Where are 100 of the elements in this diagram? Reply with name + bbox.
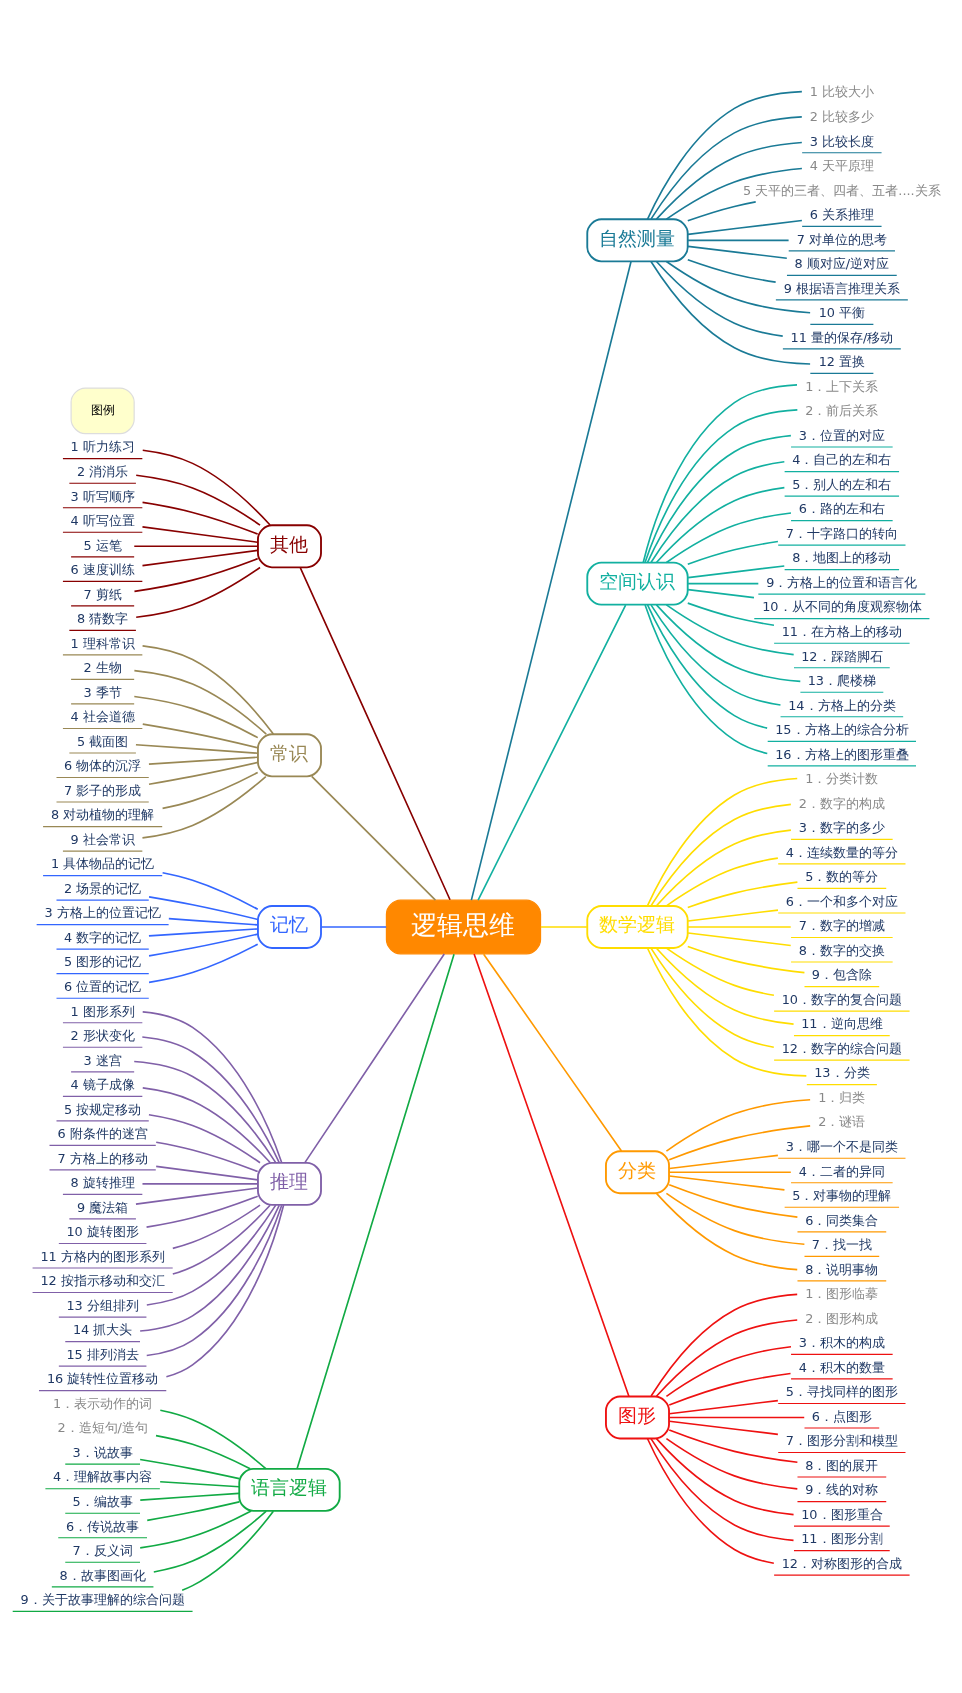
node-text: 8 对动植物的理解 [51, 806, 155, 822]
node-text: 3 季节 [83, 684, 122, 700]
connector [141, 1035, 281, 1163]
node-text: 2．造短句/造句 [57, 1419, 148, 1435]
node-text: 3．说故事 [72, 1444, 133, 1460]
connector [320, 925, 387, 928]
node-text: 4 听写位置 [70, 512, 135, 528]
connector [665, 1437, 799, 1490]
connector [650, 1437, 795, 1541]
connector [148, 761, 259, 785]
connector [161, 871, 259, 910]
node-text: 1．表示动作的词 [53, 1395, 153, 1411]
node-text: 16 旋转性位置移动 [46, 1370, 159, 1386]
node-text: 1．分类计数 [805, 770, 879, 786]
node-text: 7 剪纸 [83, 586, 122, 602]
node-text: 13．分类 [814, 1064, 870, 1080]
connector [148, 1113, 261, 1164]
connector [650, 1293, 798, 1397]
connector [668, 1428, 799, 1463]
node-text: 5．别人的左和右 [792, 476, 892, 492]
connector [686, 880, 799, 908]
node-text: 2 生物 [83, 659, 122, 675]
connector [145, 1203, 283, 1356]
node-text: 8 顺对应/逆对应 [794, 255, 890, 271]
node-box: 记忆 [257, 904, 322, 949]
node-text: 9 社会常识 [70, 831, 135, 847]
connector [141, 549, 259, 566]
connector [153, 1509, 268, 1573]
connector [655, 1318, 799, 1397]
node-text: 16．方格上的图形重叠 [775, 746, 909, 762]
node-text: 6 位置的记忆 [64, 978, 142, 994]
node-text: 5 按规定移动 [64, 1101, 142, 1117]
connector [650, 947, 775, 1048]
connector [655, 603, 802, 682]
connector [687, 219, 803, 235]
node-text: 2．数字的构成 [798, 795, 885, 811]
node-box: 空间认识 [586, 561, 689, 606]
node-box: 逻辑思维 [385, 899, 542, 954]
node-box: 语言逻辑 [238, 1467, 341, 1512]
connector [310, 775, 437, 901]
connector [686, 945, 806, 973]
node-text: 3 比较长度 [809, 133, 874, 148]
connector [148, 942, 259, 983]
node-text: 13．爬楼梯 [807, 672, 877, 688]
connector [655, 486, 786, 563]
connector [141, 722, 259, 749]
connector [650, 460, 786, 563]
connector [687, 245, 788, 259]
node-text: 1 听力练习 [70, 438, 135, 454]
node-text: 2 消消乐 [77, 463, 129, 479]
node-text: 6 关系推理 [809, 206, 874, 222]
node-text: 13 分组排列 [66, 1297, 139, 1313]
node-box: 分类 [605, 1149, 670, 1194]
node-text: 8．图的展开 [805, 1457, 879, 1473]
node-text: 5 运笔 [83, 537, 122, 553]
connector [668, 1154, 779, 1169]
connector [145, 1194, 259, 1228]
node-text: 9．包含除 [811, 966, 872, 982]
node-box: 图形 [605, 1395, 670, 1439]
node-box: 常识 [257, 732, 322, 777]
node-text: 1 比较大小 [809, 83, 874, 99]
node-text: 11 方格内的图形系列 [40, 1248, 165, 1264]
connector [668, 1372, 792, 1406]
node-text: 8 猜数字 [77, 610, 129, 626]
node-text: 3．位置的对应 [798, 427, 885, 443]
connector [139, 1203, 281, 1332]
node-text: 12．踩踏脚石 [801, 648, 883, 663]
connector [148, 927, 259, 937]
node-text: 7 对单位的思考 [796, 231, 887, 247]
connector [181, 1509, 275, 1591]
connector [650, 603, 782, 706]
node-text: 5．编故事 [72, 1493, 133, 1509]
connector [687, 582, 760, 584]
connector [655, 946, 795, 1025]
connector [299, 566, 451, 901]
connector [133, 669, 268, 735]
connector [141, 448, 271, 526]
node-text: 12 置换 [818, 353, 866, 369]
connector [687, 588, 755, 598]
node-text: 10 平衡 [818, 304, 866, 320]
node-text: 4 天平原理 [809, 157, 874, 173]
connector [296, 952, 455, 1470]
connector [655, 1192, 799, 1270]
connector [148, 895, 259, 920]
node-text: 7．找一找 [811, 1236, 872, 1252]
node-text: 12．数字的综合问题 [781, 1040, 903, 1056]
connector [668, 1399, 779, 1415]
connector [482, 952, 623, 1152]
connector [665, 1192, 806, 1245]
connector [644, 408, 799, 563]
node-text: 7 方格上的移动 [57, 1150, 148, 1166]
connector [540, 925, 588, 928]
connector [303, 952, 446, 1164]
node-text: 8．故事图画化 [59, 1567, 146, 1583]
node-text: 12．对称图形的合成 [781, 1555, 903, 1571]
connector [159, 1480, 240, 1488]
node-text: 11．逆向思维 [801, 1015, 883, 1031]
node-text: 3 迷宫 [83, 1052, 122, 1068]
node-text: 5．数的等分 [805, 868, 879, 884]
node-text: 7．反义词 [72, 1542, 133, 1558]
